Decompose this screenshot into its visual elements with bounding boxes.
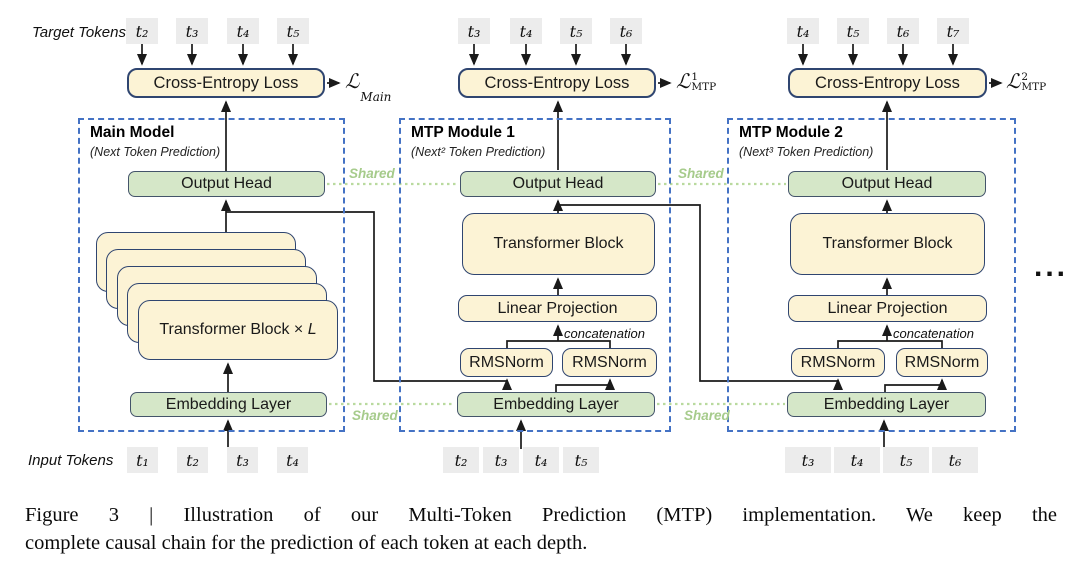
cross-entropy-loss-box: Cross-Entropy Loss <box>788 68 987 98</box>
mtp-module-2-border <box>727 118 1016 432</box>
input-token: t₂ <box>177 447 208 473</box>
linear-projection: Linear Projection <box>788 295 987 322</box>
target-token: t₂ <box>126 18 158 44</box>
input-token: t₅ <box>883 447 929 473</box>
target-token: t₅ <box>277 18 309 44</box>
mtp-module-1-border <box>399 118 671 432</box>
input-token: t₆ <box>932 447 978 473</box>
output-head: Output Head <box>460 171 656 197</box>
embedding-layer: Embedding Layer <box>457 392 655 417</box>
rmsnorm-right: RMSNorm <box>896 348 988 377</box>
layer-count-var: L <box>307 321 317 338</box>
caption-line-2: complete causal chain for the prediction… <box>25 531 588 554</box>
target-token: t₃ <box>458 18 490 44</box>
input-token: t₄ <box>523 447 559 473</box>
linear-projection: Linear Projection <box>458 295 657 322</box>
target-token: t₄ <box>787 18 819 44</box>
output-head: Output Head <box>788 171 986 197</box>
input-token: t₁ <box>127 447 158 473</box>
concatenation-label: concatenation <box>564 326 645 341</box>
script-l: ℒ <box>1006 69 1021 93</box>
main-model-title: Main Model <box>90 124 175 141</box>
input-token: t₄ <box>277 447 308 473</box>
rmsnorm-left: RMSNorm <box>791 348 885 377</box>
mtp-module-1-subtitle: (Next² Token Prediction) <box>411 145 546 159</box>
output-head: Output Head <box>128 171 325 197</box>
figure-caption: Figure 3 | Illustration of our Multi-Tok… <box>25 502 1057 558</box>
target-token: t₃ <box>176 18 208 44</box>
main-model-border <box>78 118 345 432</box>
target-token: t₄ <box>510 18 542 44</box>
cross-entropy-loss-box: Cross-Entropy Loss <box>127 68 325 98</box>
embedding-layer: Embedding Layer <box>787 392 986 417</box>
target-token: t₇ <box>937 18 969 44</box>
target-token: t₄ <box>227 18 259 44</box>
shared-label: Shared <box>684 408 730 423</box>
input-token: t₄ <box>834 447 880 473</box>
main-model-subtitle: (Next Token Prediction) <box>90 145 221 159</box>
more-modules-ellipsis: ... <box>1034 250 1069 283</box>
input-token: t₃ <box>483 447 519 473</box>
input-token: t₃ <box>227 447 258 473</box>
target-token: t₅ <box>837 18 869 44</box>
target-tokens-label: Target Tokens <box>32 24 126 41</box>
mtp-module-2-subtitle: (Next³ Token Prediction) <box>739 145 874 159</box>
rmsnorm-right: RMSNorm <box>562 348 657 377</box>
embedding-layer: Embedding Layer <box>130 392 327 417</box>
target-token: t₆ <box>610 18 642 44</box>
input-token: t₅ <box>563 447 599 473</box>
target-token: t₆ <box>887 18 919 44</box>
script-l: ℒ <box>676 69 691 93</box>
concatenation-label: concatenation <box>893 326 974 341</box>
transformer-block: Transformer Block <box>462 213 655 275</box>
shared-label: Shared <box>678 166 724 181</box>
rmsnorm-left: RMSNorm <box>460 348 553 377</box>
transformer-block-stack-front: Transformer Block × L <box>138 300 338 360</box>
transformer-block: Transformer Block <box>790 213 985 275</box>
target-token: t₅ <box>560 18 592 44</box>
caption-line-1: Figure 3 | Illustration of our Multi-Tok… <box>25 504 1057 526</box>
input-token: t₃ <box>785 447 831 473</box>
mtp-module-2-title: MTP Module 2 <box>739 124 843 141</box>
shared-label: Shared <box>352 408 398 423</box>
input-tokens-label: Input Tokens <box>28 452 114 469</box>
loss-label-main: ℒ Main <box>345 69 392 104</box>
cross-entropy-loss-box: Cross-Entropy Loss <box>458 68 656 98</box>
shared-label: Shared <box>349 166 395 181</box>
script-l: ℒ <box>345 69 360 93</box>
mtp-module-1-title: MTP Module 1 <box>411 124 515 141</box>
input-token: t₂ <box>443 447 479 473</box>
